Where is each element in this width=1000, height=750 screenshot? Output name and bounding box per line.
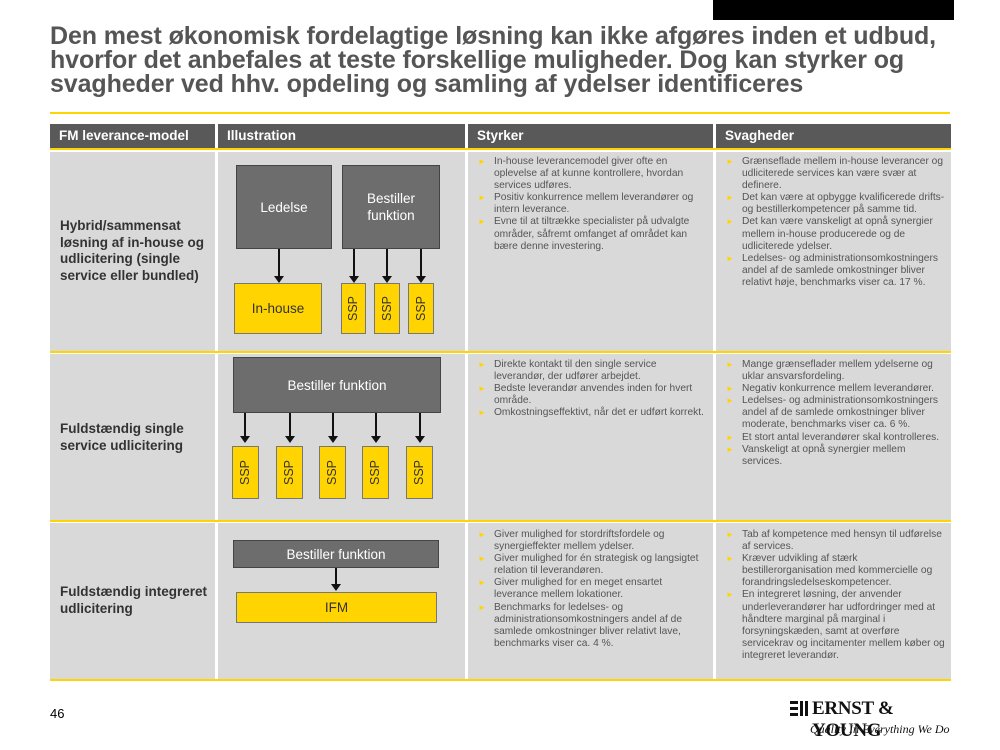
- row2-strengths-cell: Direkte kontakt til den single service l…: [468, 354, 713, 520]
- ssp-box: SSP: [341, 283, 366, 334]
- arrow-to-ssp-2: [382, 249, 392, 283]
- ssp-box: SSP: [408, 283, 434, 334]
- arrow-to-ssp: [285, 413, 295, 443]
- row2-illustration-cell: Bestiller funktion SSP SSP SSP SSP SSP: [218, 354, 465, 520]
- strength-item: Direkte kontakt til den single service l…: [478, 359, 708, 383]
- buyer-function-box: Bestiller funktion: [342, 165, 440, 249]
- strength-item: Giver mulighed for en meget ensartet lev…: [478, 577, 708, 601]
- title-underline: [50, 112, 950, 114]
- ssp-label: SSP: [238, 459, 253, 486]
- header-underline: [50, 148, 951, 150]
- row1-weaknesses-list: Grænseflade mellem in-house leverancer o…: [726, 156, 948, 289]
- row1-weaknesses-cell: Grænseflade mellem in-house leverancer o…: [716, 152, 951, 351]
- row2-strengths-list: Direkte kontakt til den single service l…: [478, 359, 708, 420]
- management-box: Ledelse: [236, 165, 332, 249]
- ssp-label: SSP: [413, 295, 428, 322]
- weakness-item: Ledelses- og administrationsomkostninger…: [726, 253, 948, 289]
- inhouse-box: In-house: [234, 283, 322, 334]
- management-label: Ledelse: [260, 199, 308, 215]
- buyer-function-label: Bestiller funktion: [287, 377, 387, 393]
- row1-model-cell: Hybrid/sammensat løsning af in-house og …: [50, 152, 215, 351]
- buyer-function-box: Bestiller funktion: [233, 357, 441, 413]
- slide-title: Den mest økonomisk fordelagtige løsning …: [50, 22, 937, 98]
- buyer-function-label: Bestiller funktion: [286, 546, 386, 562]
- ssp-box: SSP: [362, 446, 389, 499]
- strength-item: Giver mulighed for én strategisk og lang…: [478, 553, 708, 577]
- row3-illustration-cell: Bestiller funktion IFM: [218, 523, 465, 679]
- header-model: FM leverance-model: [50, 124, 215, 148]
- ssp-box: SSP: [374, 283, 400, 334]
- weakness-item: Tab af kompetence med hensyn til udførel…: [726, 529, 948, 553]
- strength-item: Benchmarks for ledelses- og administrati…: [478, 602, 708, 650]
- strength-item: Positiv konkurrence mellem leverandører …: [478, 192, 708, 216]
- buyer-function-label: Bestiller funktion: [366, 191, 415, 223]
- row1-strengths-cell: In-house leverancemodel giver ofte en op…: [468, 152, 713, 351]
- weakness-item: En integreret løsning, der anvender unde…: [726, 589, 948, 662]
- logo-tagline: Quality In Everything We Do: [810, 722, 950, 736]
- ifm-box: IFM: [236, 592, 437, 623]
- weakness-item: Ledelses- og administrationsomkostninger…: [726, 395, 948, 431]
- row2-model-cell: Fuldstændig single service udlicitering: [50, 354, 215, 520]
- ssp-label: SSP: [346, 295, 361, 322]
- ssp-label: SSP: [325, 459, 340, 486]
- ssp-label: SSP: [368, 459, 383, 486]
- logo-wordmark: ERNST & YOUNG: [812, 698, 894, 741]
- ssp-box: SSP: [232, 446, 259, 499]
- row3-strengths-list: Giver mulighed for stordriftsfordele og …: [478, 529, 708, 650]
- row3-strengths-cell: Giver mulighed for stordriftsfordele og …: [468, 523, 713, 679]
- arrow-to-ifm: [331, 568, 341, 591]
- ssp-box: SSP: [319, 446, 346, 499]
- table-bottom-rule: [50, 679, 951, 681]
- weakness-item: Et stort antal leverandører skal kontrol…: [726, 432, 948, 444]
- arrow-to-ssp-1: [349, 249, 359, 283]
- ssp-label: SSP: [412, 459, 427, 486]
- strength-item: Evne til at tiltrække specialister på ud…: [478, 216, 708, 252]
- row1-illustration-cell: Ledelse Bestiller funktion In-house SSP …: [218, 152, 465, 351]
- ssp-label: SSP: [379, 295, 394, 322]
- ssp-box: SSP: [406, 446, 433, 499]
- ifm-label: IFM: [324, 600, 349, 615]
- weakness-item: Kræver udvikling af stærk bestillerorgan…: [726, 553, 948, 589]
- ernst-young-logo: ERNST & YOUNG Quality In Everything We D…: [790, 698, 965, 741]
- weakness-item: Det kan være at opbygge kvalificerede dr…: [726, 192, 948, 216]
- strength-item: Omkostningseffektivt, når det er udført …: [478, 407, 708, 419]
- row-divider: [50, 520, 951, 522]
- row2-weaknesses-list: Mange grænseflader mellem ydelserne og u…: [726, 359, 948, 468]
- header-strengths: Styrker: [468, 124, 713, 148]
- ssp-label: SSP: [282, 459, 297, 486]
- row2-model-label: Fuldstændig single service udlicitering: [60, 421, 184, 453]
- row-divider: [50, 351, 951, 353]
- row3-model-cell: Fuldstændig integreret udlicitering: [50, 523, 215, 679]
- row3-weaknesses-cell: Tab af kompetence med hensyn til udførel…: [716, 523, 951, 679]
- arrow-to-ssp-3: [416, 249, 426, 283]
- top-black-bar: [713, 0, 954, 20]
- weakness-item: Negativ konkurrence mellem leverandører.: [726, 383, 948, 395]
- ssp-box: SSP: [276, 446, 303, 499]
- inhouse-label: In-house: [251, 301, 305, 316]
- strength-item: Bedste leverandør anvendes inden for hve…: [478, 383, 708, 407]
- row3-model-label: Fuldstændig integreret udlicitering: [60, 584, 208, 616]
- ey-logo-icon: [790, 701, 808, 716]
- strength-item: In-house leverancemodel giver ofte en op…: [478, 156, 708, 192]
- row3-weaknesses-list: Tab af kompetence med hensyn til udførel…: [726, 529, 948, 662]
- arrow-management-to-inhouse: [274, 249, 284, 283]
- arrow-to-ssp: [328, 413, 338, 443]
- header-weaknesses: Svagheder: [716, 124, 951, 148]
- buyer-function-box: Bestiller funktion: [233, 540, 439, 568]
- arrow-to-ssp: [415, 413, 425, 443]
- weakness-item: Vanskeligt at opnå synergier mellem serv…: [726, 444, 948, 468]
- row1-model-label: Hybrid/sammensat løsning af in-house og …: [60, 218, 204, 283]
- arrow-to-ssp: [371, 413, 381, 443]
- strength-item: Giver mulighed for stordriftsfordele og …: [478, 529, 708, 553]
- header-illustration: Illustration: [218, 124, 465, 148]
- row2-weaknesses-cell: Mange grænseflader mellem ydelserne og u…: [716, 354, 951, 520]
- arrow-to-ssp: [240, 413, 250, 443]
- weakness-item: Det kan være vanskeligt at opnå synergie…: [726, 216, 948, 252]
- weakness-item: Grænseflade mellem in-house leverancer o…: [726, 156, 948, 192]
- weakness-item: Mange grænseflader mellem ydelserne og u…: [726, 359, 948, 383]
- row1-strengths-list: In-house leverancemodel giver ofte en op…: [478, 156, 708, 253]
- page-number: 46: [50, 706, 65, 721]
